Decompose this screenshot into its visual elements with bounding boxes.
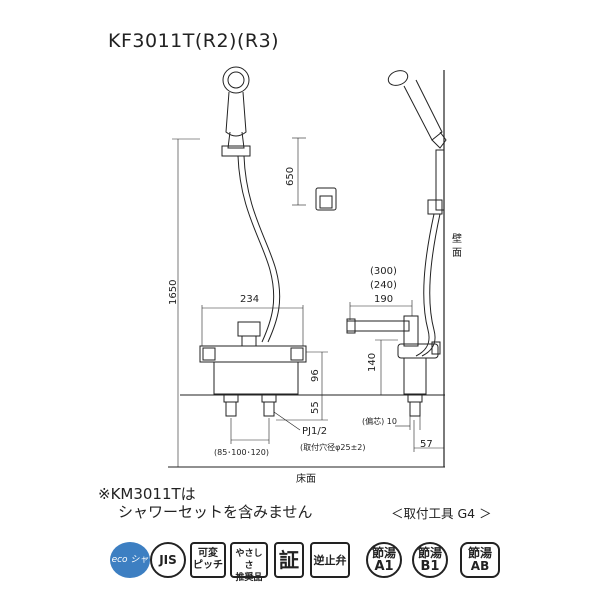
water-saving-b1-badge: 節湯 B1 — [412, 542, 448, 578]
front-hook — [221, 145, 251, 157]
dim-140: 140 — [367, 353, 378, 372]
wall-hook — [315, 187, 337, 211]
technical-drawing: 1650 650 234 96 55 PJ1/2 (取付穴径φ25±2) (85… — [168, 66, 462, 485]
badge-row: eco シャワー JIS 可変 ピッチ やさしさ 推奨品 証 逆止弁 節湯 A1… — [110, 542, 510, 601]
variable-pitch-badge: 可変 ピッチ — [190, 542, 226, 578]
variable-pitch-line-1: 可変 — [198, 548, 218, 559]
water-saving-a1-line-2: A1 — [374, 559, 394, 574]
floor-label: 床面 — [296, 472, 316, 485]
slide-bar — [435, 149, 445, 211]
water-saving-ab-line-1: 節湯 — [467, 546, 492, 560]
dim-pj: PJ1/2 — [302, 426, 327, 437]
dim-55: 55 — [310, 401, 321, 414]
front-legs — [223, 393, 277, 417]
note-line-2: シャワーセットを含みません — [118, 503, 313, 521]
front-hose — [237, 155, 275, 343]
front-body — [199, 321, 307, 395]
note-line-1: ※KM3011Tは — [98, 485, 196, 503]
wall-label-1: 壁 — [452, 232, 462, 245]
dim-57: 57 — [420, 439, 433, 450]
easy-use-line-1: やさしさ — [235, 549, 263, 571]
water-saving-a1-badge: 節湯 A1 — [366, 542, 402, 578]
check-valve-badge: 逆止弁 — [310, 542, 350, 578]
easy-use-badge: やさしさ 推奨品 — [230, 542, 268, 583]
tool-note: ＜取付工具 G4 ＞ — [391, 506, 492, 521]
dim-1650: 1650 — [168, 280, 179, 305]
jis-badge: JIS — [150, 542, 186, 578]
water-saving-ab-line-2: AB — [470, 559, 490, 573]
model-number: KF3011T(R2)(R3) — [108, 30, 280, 52]
dim-pitch: (85･100･120) — [214, 448, 269, 457]
dim-300: (300) — [370, 266, 397, 277]
easy-use-line-2: 推奨品 — [235, 573, 263, 583]
water-saving-a1-line-1: 節湯 — [371, 546, 396, 560]
eco-shower-badge: eco シャワー — [110, 542, 150, 601]
side-body — [346, 315, 441, 417]
dim-650: 650 — [285, 167, 296, 186]
water-saving-b1-line-1: 節湯 — [417, 546, 442, 560]
water-saving-ab-badge: 節湯 AB — [460, 542, 500, 578]
dim-offset: (偏芯) 10 — [362, 416, 397, 426]
certification-badge: 証 — [274, 542, 304, 578]
dim-190: 190 — [374, 294, 393, 305]
wall-label-2: 面 — [452, 248, 462, 259]
water-saving-b1-line-2: B1 — [420, 559, 440, 574]
front-showerhead — [222, 66, 250, 149]
dim-240: (240) — [370, 280, 397, 291]
dim-234: 234 — [240, 294, 259, 305]
dim-hole: (取付穴径φ25±2) — [300, 442, 366, 452]
dim-96: 96 — [310, 369, 321, 382]
side-showerhead — [387, 70, 447, 149]
variable-pitch-line-2: ピッチ — [193, 560, 223, 571]
